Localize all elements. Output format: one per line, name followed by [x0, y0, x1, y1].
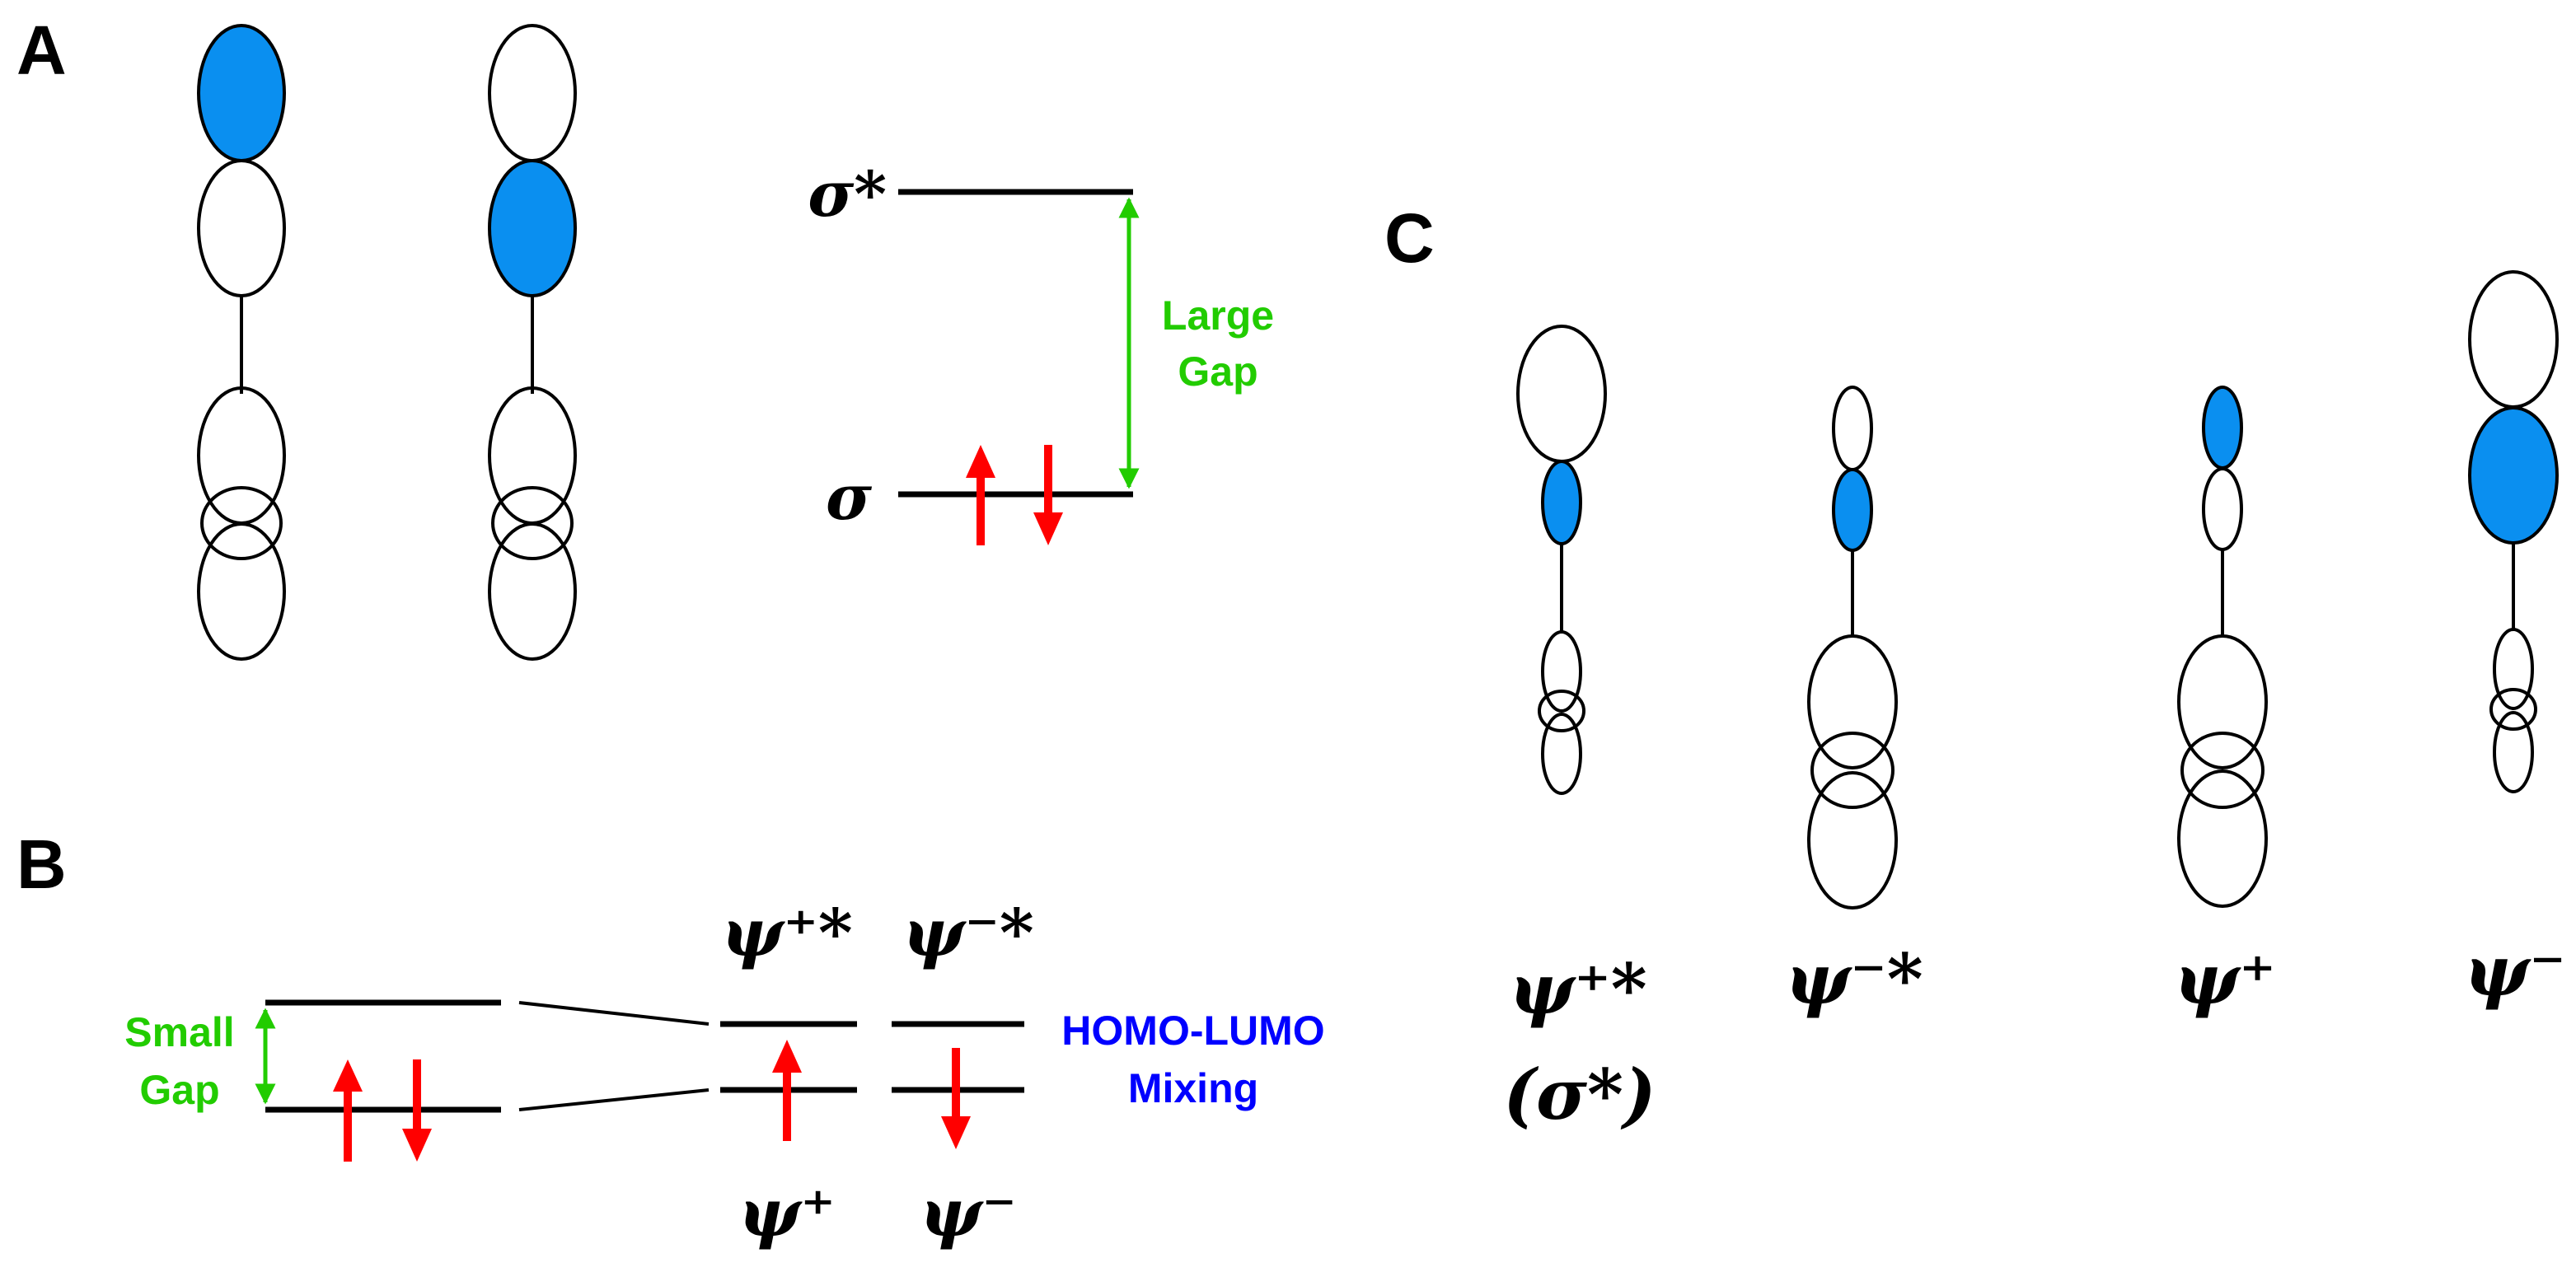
phase-lobe-filled	[197, 24, 286, 162]
spin-down-arrow	[402, 1059, 432, 1162]
small-gap-label-1: Small	[124, 1009, 234, 1055]
homo-lumo-label-1: HOMO-LUMO	[1061, 1008, 1324, 1054]
sigma-star-paren-label: (σ*)	[1503, 1054, 1656, 1135]
phase-lobe-filled	[488, 159, 577, 297]
phase-lobe-filled	[2202, 386, 2243, 470]
phase-lobe-open	[1538, 690, 1585, 732]
psi-minus-star-label: ψ⁻*	[902, 894, 1033, 971]
phase-lobe-open	[2180, 732, 2265, 809]
phase-lobe-open	[1807, 634, 1898, 769]
phase-lobe-open	[2493, 628, 2534, 710]
correlation-line-upper	[518, 1001, 710, 1026]
psi-minus-star-c-label: ψ⁻*	[1785, 938, 1923, 1020]
phase-lobe-filled	[1541, 460, 1582, 545]
correlation-line-lower	[518, 1088, 710, 1111]
phase-lobe-open	[488, 24, 577, 162]
phase-lobe-open	[491, 486, 574, 560]
psi-plus-orbital	[2177, 386, 2268, 908]
sigma-star-label: σ*	[808, 157, 887, 231]
psi-plus-star-c-label: ψ⁺*	[1509, 948, 1646, 1030]
phase-lobe-open	[1810, 732, 1895, 809]
phase-lobe-open	[197, 522, 286, 661]
phase-lobe-filled	[1832, 468, 1873, 552]
phase-lobe-open	[197, 386, 286, 525]
phase-lobe-open	[1516, 325, 1607, 463]
spin-down-arrow	[1033, 445, 1063, 545]
psi-plus-label: ψ⁺	[738, 1174, 836, 1251]
phase-lobe-open	[488, 386, 577, 525]
sigma-label: σ	[826, 461, 873, 534]
phase-lobe-open	[197, 159, 286, 297]
phase-lobe-open	[2202, 467, 2243, 551]
panel-b-energy-diagram: Small Gap ψ⁺* ψ⁻* ψ⁺ ψ⁻ HOMO-LUMO Mixing	[124, 894, 1324, 1251]
psi-minus-star-orbital	[1807, 386, 1898, 910]
small-gap-label-2: Gap	[139, 1067, 219, 1113]
sigma-orbital-1	[197, 24, 286, 661]
sigma-orbital-2	[488, 24, 577, 661]
spin-down-arrow	[941, 1048, 971, 1149]
phase-lobe-filled	[2468, 406, 2559, 545]
phase-lobe-open	[2177, 634, 2268, 769]
psi-minus-label: ψ⁻	[920, 1174, 1017, 1251]
panel-a-letter: A	[16, 12, 67, 89]
large-gap-label-2: Gap	[1178, 348, 1258, 395]
spin-up-arrow	[772, 1040, 802, 1141]
phase-lobe-open	[488, 522, 577, 661]
spin-up-arrow	[966, 445, 995, 545]
phase-lobe-open	[200, 486, 283, 560]
phase-lobe-open	[1541, 630, 1582, 713]
phase-lobe-open	[2489, 688, 2537, 731]
psi-minus-orbital	[2468, 270, 2559, 793]
psi-plus-star-orbital	[1516, 325, 1607, 795]
phase-lobe-open	[1541, 713, 1582, 795]
phase-lobe-open	[1832, 386, 1873, 471]
psi-plus-c-label: ψ⁺	[2174, 938, 2275, 1020]
phase-lobe-open	[2177, 769, 2268, 908]
large-gap-label-1: Large	[1162, 292, 1274, 339]
spin-up-arrow	[333, 1059, 363, 1162]
panel-b-letter: B	[16, 825, 67, 903]
psi-minus-c-label: ψ⁻	[2464, 930, 2565, 1012]
psi-plus-star-label: ψ⁺*	[721, 894, 852, 971]
phase-lobe-open	[2468, 270, 2559, 409]
phase-lobe-open	[1807, 771, 1898, 910]
phase-lobe-open	[2493, 711, 2534, 793]
panel-c-letter: C	[1384, 199, 1435, 277]
panel-a-energy-diagram: σ* σ Large Gap	[808, 157, 1274, 545]
homo-lumo-label-2: Mixing	[1128, 1065, 1258, 1111]
